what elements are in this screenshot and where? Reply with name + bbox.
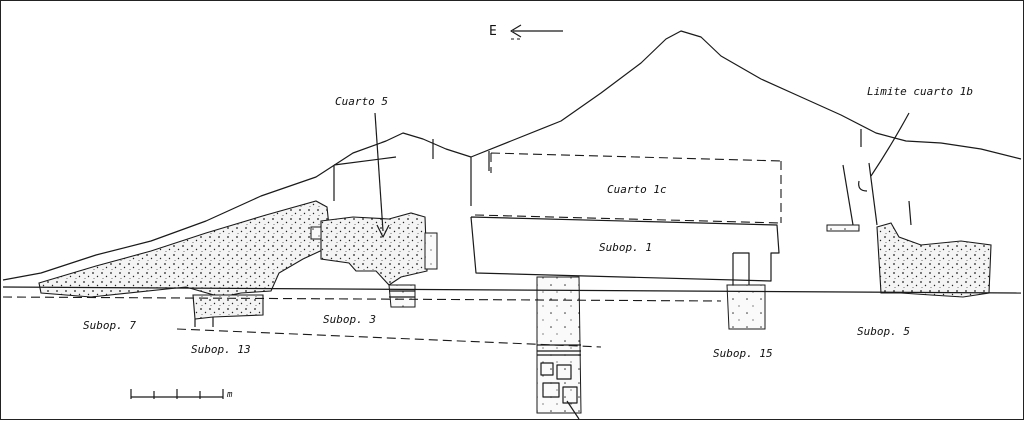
left-rubble-fill [38,200,332,298]
cuarto-1c-outline [474,152,782,224]
scale-unit: m [226,390,233,400]
mound-profile-line [2,30,1022,281]
right-small-slab [826,224,860,232]
ground-line [2,286,1022,294]
wall-block-left [310,226,322,240]
right-rubble-fill [876,222,992,298]
floor-line-upper [2,296,722,302]
upper-structure-line [333,139,490,206]
subop-1-label: Subop. 1 [599,241,652,254]
direction-arrow-icon [510,24,563,40]
subop-15-label: Subop. 15 [713,347,773,360]
pit-stones [540,362,578,404]
cuarto-5-label: Cuarto 5 [335,95,388,108]
limite-leader [870,112,910,177]
floor-line-lower [176,328,602,348]
subop-13-pit [192,294,264,320]
cuarto-5-fill [320,212,428,286]
limite-cuarto-label: Limite cuarto 1b [867,85,973,98]
wall-block-right [424,232,438,270]
subop-15-pit [726,284,766,330]
subop-3-label: Subop. 3 [323,313,376,326]
subop-13-label: Subop. 13 [191,343,251,356]
cuarto-5-leader [374,112,384,232]
right-limit-line [860,129,878,226]
cuarto-1c-label: Cuarto 1c [607,183,667,196]
subop-7-label: Subop. 7 [83,319,136,332]
subop-3-pit [388,284,416,308]
subop-1-block [470,216,780,282]
direction-letter: E [489,24,497,39]
subop-5-label: Subop. 5 [857,325,910,338]
scale-bar [130,389,224,399]
